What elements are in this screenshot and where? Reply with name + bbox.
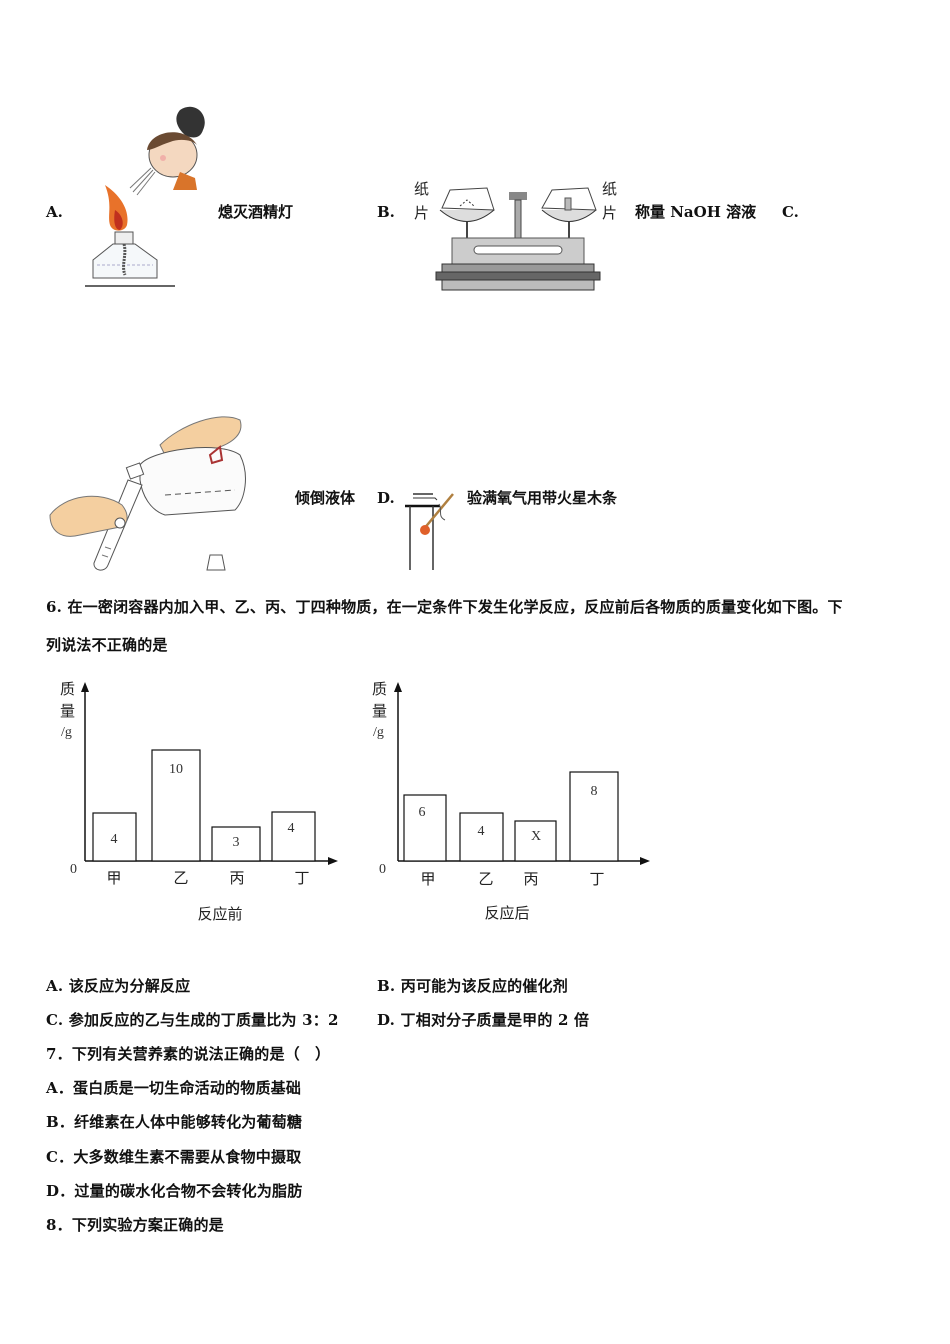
option-c-caption: 倾倒液体 (295, 489, 356, 507)
bar-jia (92, 812, 137, 862)
bar-chart-before-reaction: 质 量 /g 0 4 10 3 4 甲 乙 丙 丁 反应前 (60, 680, 338, 923)
option-d-label: D. (377, 489, 395, 507)
svg-text:4: 4 (478, 824, 485, 839)
y-axis-label-char2: 量 (372, 702, 387, 720)
svg-text:片: 片 (602, 204, 617, 222)
option-c-label: C. (782, 203, 799, 221)
svg-text:8: 8 (591, 784, 598, 799)
bar-chart-after-reaction: 质 量 /g 0 6 4 X 8 甲 乙 丙 丁 反应后 (372, 680, 650, 922)
svg-text:纸: 纸 (414, 180, 429, 198)
origin-label: 0 (379, 862, 386, 877)
option-a-caption: 熄灭酒精灯 (218, 203, 294, 221)
chart-title-after: 反应后 (484, 904, 529, 922)
y-axis-label-unit: /g (61, 725, 72, 740)
glowing-splint-illustration (405, 493, 454, 570)
q7-option-b[interactable]: B．纤维素在人体中能够转化为葡萄糖 (46, 1113, 303, 1131)
y-axis-label-char1: 质 (60, 680, 75, 698)
svg-text:丙: 丙 (523, 870, 538, 888)
svg-text:X: X (531, 829, 541, 844)
svg-text:4: 4 (288, 821, 295, 836)
svg-text:片: 片 (414, 204, 429, 222)
origin-label: 0 (70, 862, 77, 877)
y-axis-label-unit: /g (373, 725, 384, 740)
question-8-stem: 8．下列实验方案正确的是 (46, 1216, 224, 1234)
question-7-stem: 7．下列有关营养素的说法正确的是（ ） (46, 1045, 331, 1063)
svg-text:乙: 乙 (173, 869, 188, 887)
svg-text:3: 3 (233, 835, 240, 850)
question-6-stem-line2: 列说法不正确的是 (46, 636, 168, 654)
y-axis-label-char1: 质 (372, 680, 387, 698)
q6-option-d[interactable]: D. 丁相对分子质量是甲的 2 倍 (377, 1011, 590, 1029)
balance-scale-illustration: 纸 片 纸 片 (414, 180, 617, 291)
svg-text:甲: 甲 (106, 869, 121, 887)
q6-option-b[interactable]: B. 丙可能为该反应的催化剂 (377, 977, 568, 995)
q6-option-a[interactable]: A. 该反应为分解反应 (46, 977, 191, 995)
svg-text:丁: 丁 (589, 870, 604, 888)
q7-option-d[interactable]: D．过量的碳水化合物不会转化为脂肪 (46, 1182, 303, 1200)
svg-text:纸: 纸 (602, 180, 617, 198)
svg-text:丙: 丙 (229, 869, 244, 887)
svg-text:10: 10 (169, 762, 183, 777)
bar-ding (271, 811, 316, 862)
bar-ding (569, 771, 619, 862)
pouring-liquid-illustration (49, 416, 246, 571)
option-b-caption: 称量 NaOH 溶液 (635, 203, 757, 221)
svg-text:甲: 甲 (420, 870, 435, 888)
bar-bing (211, 826, 261, 862)
bar-yi (151, 749, 201, 862)
alcohol-lamp-blowing-illustration (85, 106, 205, 287)
chart-title-before: 反应前 (197, 905, 242, 923)
option-d-caption: 验满氧气用带火星木条 (467, 489, 618, 507)
q7-option-a[interactable]: A．蛋白质是一切生命活动的物质基础 (46, 1079, 302, 1097)
svg-text:乙: 乙 (478, 870, 493, 888)
q7-option-c[interactable]: C．大多数维生素不需要从食物中摄取 (46, 1148, 302, 1166)
svg-text:6: 6 (419, 805, 426, 820)
y-axis-label-char2: 量 (60, 702, 75, 720)
bar-jia (403, 794, 447, 862)
svg-text:丁: 丁 (294, 869, 309, 887)
option-b-label: B. (377, 203, 395, 221)
q6-option-c[interactable]: C. 参加反应的乙与生成的丁质量比为 3：2 (46, 1011, 339, 1029)
option-a-label: A. (46, 203, 63, 221)
bar-bing (514, 820, 557, 862)
svg-text:4: 4 (111, 832, 118, 847)
bar-yi (459, 812, 504, 862)
question-6-stem-line1: 6. 在一密闭容器内加入甲、乙、丙、丁四种物质，在一定条件下发生化学反应，反应前… (46, 598, 843, 616)
